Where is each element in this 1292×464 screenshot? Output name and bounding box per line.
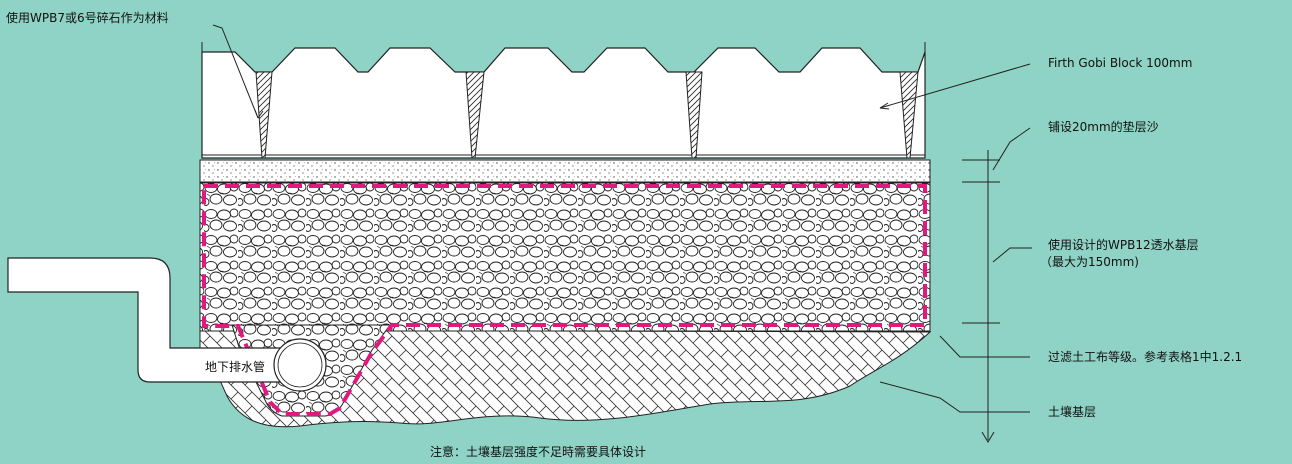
paving-blocks xyxy=(201,47,926,159)
label-joint-material: 使用WPB7或6号碎石作为材料 xyxy=(6,11,169,25)
label-base-max-depth: （最大为150mm) xyxy=(1040,255,1139,269)
joint-fill-stones xyxy=(255,71,919,159)
label-base-layer: 使用设计的WPB12透水基层 xyxy=(1048,238,1199,252)
dimension-line xyxy=(962,150,1000,443)
label-subgrade: 土壤基层 xyxy=(1048,405,1097,419)
base-stone-layer xyxy=(199,182,931,332)
soil-subgrade xyxy=(199,329,932,428)
sand-bedding-layer xyxy=(199,159,931,183)
label-sand-bedding: 铺设20mm的垫层沙 xyxy=(1048,120,1159,134)
label-geotextile: 过滤土工布等级。参考表格1中1.2.1 xyxy=(1048,350,1243,364)
label-paving-block: Firth Gobi Block 100mm xyxy=(1048,56,1193,70)
diagram-note: 注意：土壤基层强度不足時需要具体设计 xyxy=(430,445,647,459)
geotextile-outline xyxy=(202,184,927,416)
leader-lines xyxy=(212,24,1032,413)
label-drain-pipe: 地下排水管 xyxy=(205,360,266,374)
